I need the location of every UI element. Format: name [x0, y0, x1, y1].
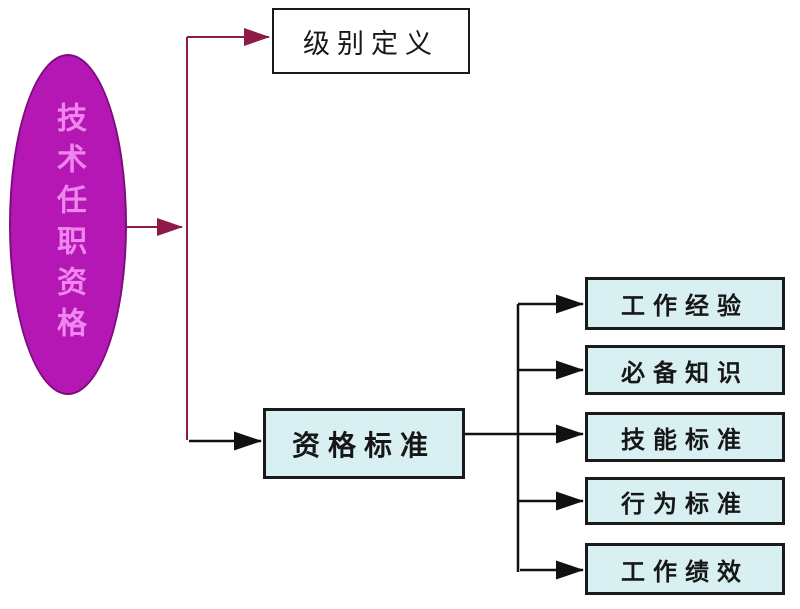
node-level-definition: 级别定义: [272, 8, 470, 74]
node-skill-standard: 技能标准: [585, 412, 785, 462]
node-required-knowledge: 必备知识: [585, 345, 785, 395]
node-required-knowledge-label: 必备知识: [621, 357, 749, 387]
root-node-ellipse: 技术任职资格: [9, 54, 127, 395]
node-level-definition-label: 级别定义: [303, 28, 439, 60]
node-work-experience: 工作经验: [585, 277, 785, 330]
node-qualification-standard-label: 资格标准: [291, 428, 436, 462]
node-skill-standard-label: 技能标准: [621, 424, 749, 454]
node-work-performance-label: 工作绩效: [621, 556, 749, 586]
node-qualification-standard: 资格标准: [263, 408, 465, 479]
root-node-label: 技术任职资格: [51, 101, 86, 348]
node-behavior-standard-label: 行为标准: [621, 488, 749, 518]
node-work-performance: 工作绩效: [585, 543, 785, 595]
node-behavior-standard: 行为标准: [585, 477, 785, 525]
node-work-experience-label: 工作经验: [621, 291, 749, 320]
